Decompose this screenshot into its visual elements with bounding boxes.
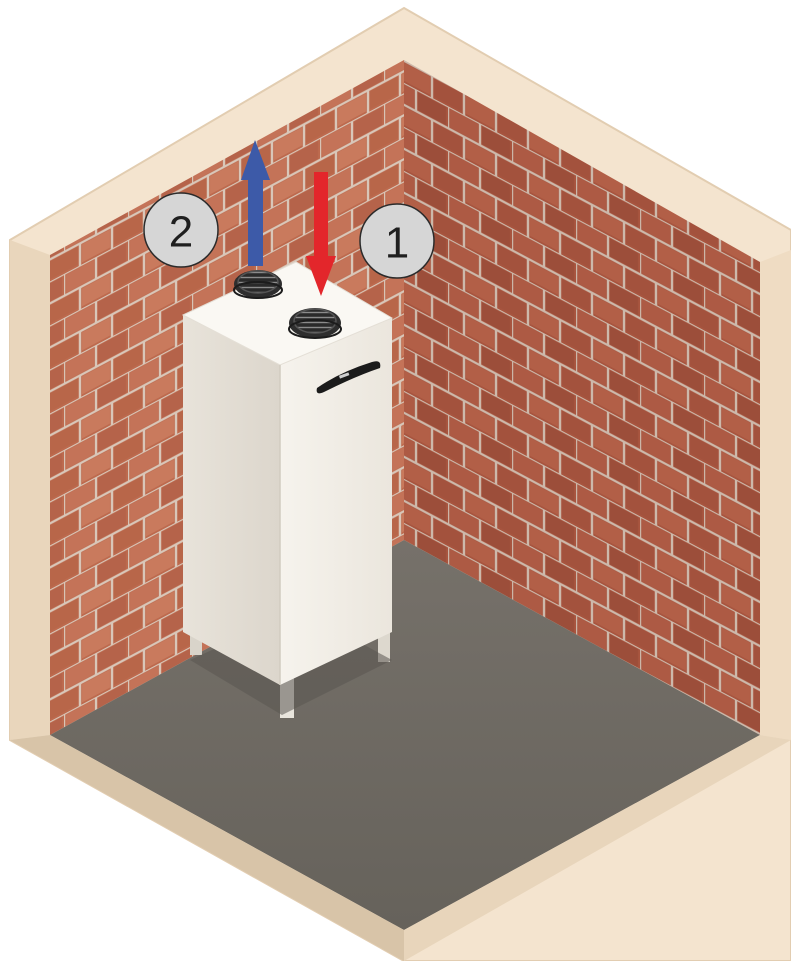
ventilation-unit: [183, 262, 392, 718]
right-wall-edge: [760, 250, 791, 740]
unit-front-panel: [280, 318, 392, 685]
callout-1: 1: [360, 204, 434, 278]
unit-side-panel: [183, 315, 280, 685]
callout-label-2: 2: [169, 208, 193, 257]
callout-label-1: 1: [385, 219, 409, 268]
callout-2: 2: [144, 193, 218, 267]
duct-port-icon: [289, 308, 341, 338]
left-wall-edge: [10, 240, 50, 740]
duct-port-icon: [234, 270, 282, 298]
